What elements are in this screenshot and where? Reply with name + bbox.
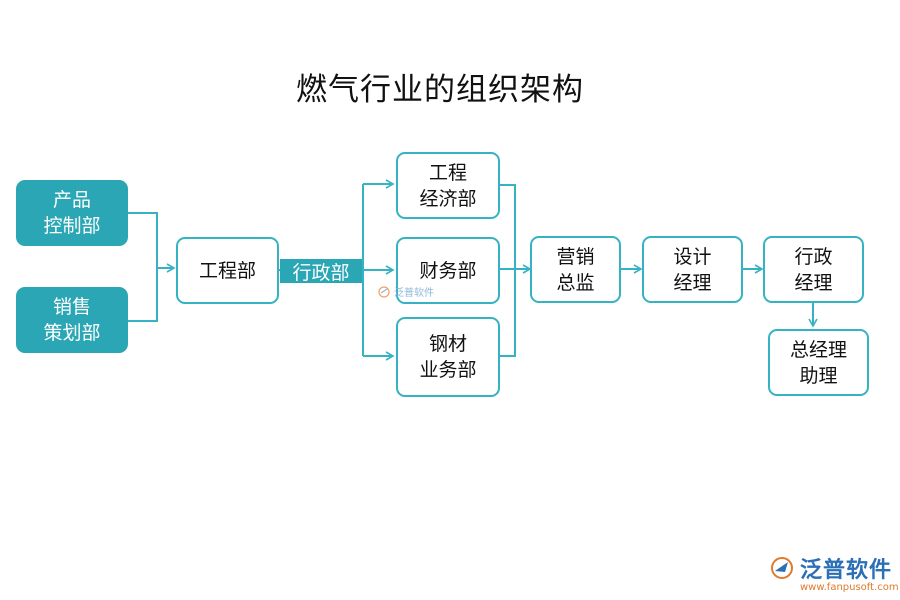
watermark-text: 泛普软件 [394,288,434,299]
node-finance: 财务部 [396,237,500,304]
diagram-title: 燃气行业的组织架构 [296,72,584,108]
node-sales-planning: 销售 策划部 [16,287,128,353]
node-engineering: 工程部 [176,237,279,304]
watermark-logo-icon [378,285,390,298]
connector-sales-planning [128,268,158,322]
node-admin-manager: 行政 经理 [763,236,864,303]
watermark: 泛普软件 [378,284,434,299]
node-gm-assistant: 总经理 助理 [768,329,869,396]
tag-admin-dept: 行政部 [280,259,362,284]
connector-eng-economics-out [500,184,516,357]
logo-url: www.fanpusoft.com [800,582,899,593]
node-design-manager: 设计 经理 [642,236,743,303]
fanpu-logo-icon [771,557,793,579]
connector-product-control [128,212,158,268]
node-eng-economics: 工程 经济部 [396,152,500,219]
node-steel-business: 钢材 业务部 [396,317,500,397]
logo-name: 泛普软件 [800,558,893,583]
brand-logo: 泛普软件 www.fanpusoft.com [770,552,899,593]
node-product-control: 产品 控制部 [16,180,128,246]
node-marketing-director: 营销 总监 [530,236,621,303]
